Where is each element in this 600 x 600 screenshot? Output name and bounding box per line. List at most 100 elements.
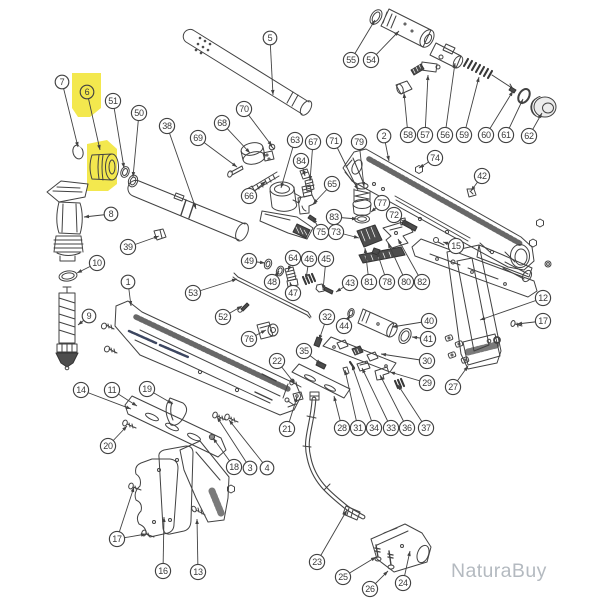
svg-text:10: 10	[92, 258, 102, 268]
callout-33: 33	[361, 367, 400, 437]
svg-text:56: 56	[440, 130, 450, 140]
svg-text:3: 3	[248, 463, 253, 473]
callout-77: 77	[370, 194, 391, 213]
svg-text:35: 35	[299, 346, 309, 356]
callout-50: 50	[130, 104, 148, 178]
callout-27: 27	[444, 365, 469, 396]
svg-text:23: 23	[312, 557, 322, 567]
callout-83: 83	[325, 208, 358, 226]
svg-text:66: 66	[244, 191, 254, 201]
callout-75: 75	[312, 217, 330, 241]
svg-text:9: 9	[87, 311, 92, 321]
part-oring-10	[58, 270, 78, 282]
callout-64: 64	[284, 249, 302, 272]
part-grip-panels	[134, 445, 194, 538]
svg-text:6: 6	[85, 87, 90, 97]
callout-40: 40	[391, 312, 438, 330]
callout-21: 21	[278, 396, 298, 438]
callout-9: 9	[77, 308, 97, 326]
svg-text:22: 22	[272, 356, 282, 366]
callout-42: 42	[470, 167, 491, 192]
callout-43: 43	[335, 274, 359, 293]
part-receiver-rail-1	[100, 300, 302, 416]
callout-72: 72	[385, 206, 410, 226]
svg-text:49: 49	[244, 256, 254, 266]
callout-12: 12	[479, 289, 552, 321]
part-adapter-6	[89, 153, 119, 181]
callout-37: 37	[397, 384, 435, 437]
svg-text:84: 84	[296, 156, 306, 166]
part-orings-50-51	[120, 166, 139, 188]
callout-13: 13	[189, 518, 207, 581]
svg-text:72: 72	[389, 210, 399, 220]
svg-text:60: 60	[481, 130, 491, 140]
callout-39: 39	[119, 235, 160, 256]
svg-text:76: 76	[244, 334, 254, 344]
callout-36: 36	[379, 374, 416, 437]
callout-80: 80	[387, 242, 415, 291]
part-barrel	[182, 28, 313, 116]
callout-6: 6	[79, 84, 101, 151]
svg-text:14: 14	[76, 385, 86, 395]
callout-8: 8	[83, 206, 119, 222]
svg-text:70: 70	[239, 104, 249, 114]
callout-67: 67	[304, 133, 322, 182]
callout-78: 78	[376, 251, 396, 291]
svg-text:28: 28	[337, 423, 347, 433]
svg-text:40: 40	[424, 316, 434, 326]
svg-text:43: 43	[345, 278, 355, 288]
svg-text:54: 54	[366, 55, 376, 65]
svg-text:17: 17	[538, 316, 548, 326]
svg-text:19: 19	[142, 384, 152, 394]
callout-63: 63	[280, 131, 304, 189]
svg-text:53: 53	[188, 288, 198, 298]
callout-30: 30	[380, 352, 436, 370]
svg-text:21: 21	[282, 424, 292, 434]
svg-text:83: 83	[329, 212, 339, 222]
callout-20: 20	[99, 425, 128, 455]
callout-55: 55	[342, 19, 376, 69]
callout-17: 17	[516, 312, 552, 330]
callout-18: 18	[212, 437, 243, 476]
svg-text:34: 34	[369, 423, 379, 433]
part-small-row	[237, 258, 334, 340]
svg-text:47: 47	[288, 288, 298, 298]
callout-59: 59	[455, 76, 480, 144]
svg-text:64: 64	[288, 253, 298, 263]
svg-text:82: 82	[417, 277, 427, 287]
callout-48: 48	[263, 270, 281, 291]
svg-text:32: 32	[322, 312, 332, 322]
callout-53: 53	[184, 278, 238, 302]
part-cylinder-40	[347, 308, 412, 345]
svg-text:75: 75	[316, 227, 326, 237]
part-clip-7	[72, 143, 87, 160]
part-grip-frame-12	[446, 244, 533, 370]
svg-text:18: 18	[229, 462, 239, 472]
part-trigger-frame	[124, 395, 235, 523]
callout-1: 1	[120, 274, 136, 307]
callout-58: 58	[399, 92, 417, 144]
callout-29: 29	[389, 371, 436, 392]
svg-text:15: 15	[451, 241, 461, 251]
callout-66: 66	[240, 180, 267, 205]
callout-38: 38	[158, 117, 197, 210]
svg-text:2: 2	[382, 131, 387, 141]
part-bolt-group	[369, 8, 557, 118]
callout-52: 52	[214, 305, 243, 326]
svg-text:33: 33	[386, 423, 396, 433]
callout-49: 49	[240, 252, 266, 270]
callout-25: 25	[334, 556, 377, 586]
callout-84: 84	[292, 152, 310, 177]
svg-text:62: 62	[524, 131, 534, 141]
part-upper-receiver-2	[342, 148, 535, 283]
svg-text:30: 30	[422, 356, 432, 366]
callout-22: 22	[268, 352, 296, 385]
svg-text:77: 77	[377, 198, 387, 208]
svg-text:81: 81	[364, 277, 374, 287]
callout-74: 74	[418, 149, 444, 169]
svg-text:39: 39	[123, 242, 133, 252]
callout-73: 73	[327, 223, 360, 241]
svg-text:8: 8	[109, 209, 114, 219]
